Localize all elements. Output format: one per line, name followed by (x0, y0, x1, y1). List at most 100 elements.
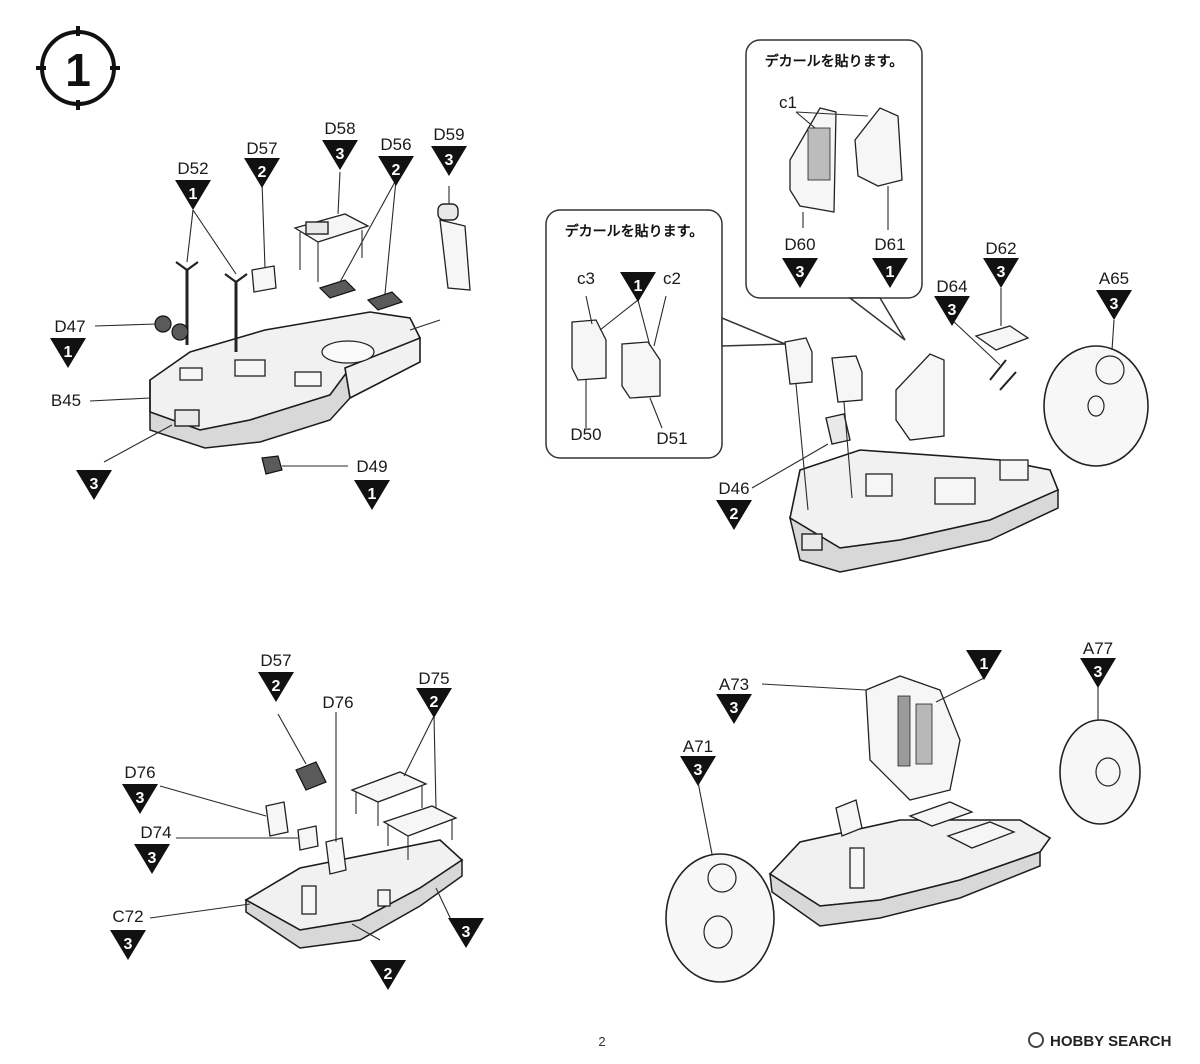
marker-D74: 3 (134, 844, 170, 874)
marker-D58: 3 (322, 140, 358, 170)
marker-A77: 3 (1080, 658, 1116, 688)
bottom-left-assembly: D57 D76 D75 D76 D74 C72 2 2 3 3 3 3 2 (110, 651, 484, 990)
part-D76b (325, 837, 347, 875)
top-left-assembly: D52 D57 D58 D56 D59 D47 B45 D49 1 2 3 2 … (50, 119, 471, 510)
svg-text:2: 2 (430, 694, 439, 711)
marker-D64: 3 (934, 296, 970, 326)
label-D75: D75 (418, 669, 449, 688)
part-D49 (261, 455, 283, 475)
svg-text:3: 3 (148, 850, 157, 867)
part-D57b (295, 761, 327, 791)
step-number: 1 (65, 44, 91, 96)
part-D76a (265, 801, 289, 837)
marker-A65: 3 (1096, 290, 1132, 320)
svg-text:2: 2 (272, 678, 281, 695)
label-D61: D61 (874, 235, 905, 254)
marker-bottom-left-lower: 2 (370, 960, 406, 990)
marker-A73-top: 1 (966, 650, 1002, 680)
label-B45: B45 (51, 391, 81, 410)
label-D58: D58 (324, 119, 355, 138)
label-D64: D64 (936, 277, 967, 296)
part-D74 (297, 825, 319, 851)
decal-note-b: デカールを貼ります。 (565, 223, 704, 240)
part-A77 (1059, 719, 1141, 825)
part-D75 (350, 771, 458, 860)
part-D58 (293, 213, 370, 282)
label-A77: A77 (1083, 639, 1113, 658)
decal-note-a: デカールを貼ります。 (765, 53, 904, 70)
marker-D62: 3 (983, 258, 1019, 288)
label-D46: D46 (718, 479, 749, 498)
svg-text:3: 3 (796, 264, 805, 281)
svg-text:1: 1 (189, 186, 198, 203)
svg-text:3: 3 (124, 936, 133, 953)
svg-text:1: 1 (634, 278, 643, 295)
bottom-right-assembly: A73 A77 A71 1 3 3 3 (665, 639, 1141, 983)
label-A71: A71 (683, 737, 713, 756)
svg-text:3: 3 (1110, 296, 1119, 313)
page-number: 2 (598, 1034, 605, 1049)
svg-text:3: 3 (730, 700, 739, 717)
svg-text:1: 1 (886, 264, 895, 281)
svg-text:2: 2 (258, 164, 267, 181)
decal-callout-c2-c3: デカールを貼ります。 c3 c2 D50 D51 1 (545, 209, 786, 459)
label-D76-left: D76 (124, 763, 155, 782)
label-c1: c1 (779, 93, 797, 112)
svg-text:1: 1 (64, 344, 73, 361)
part-D57 (251, 265, 277, 293)
svg-text:3: 3 (336, 146, 345, 163)
marker-D76: 3 (122, 784, 158, 814)
label-D74: D74 (140, 823, 171, 842)
svg-text:2: 2 (384, 966, 393, 983)
label-D47: D47 (54, 317, 85, 336)
part-D62 (974, 325, 1030, 351)
decal-callout-c1: デカールを貼ります。 c1 D60 D61 3 1 (745, 39, 923, 341)
marker-bottom-left-right: 3 (448, 918, 484, 948)
marker-D61: 1 (872, 258, 908, 288)
step-badge: 1 (36, 26, 120, 110)
label-D76-top: D76 (322, 693, 353, 712)
marker-D60: 3 (782, 258, 818, 288)
svg-text:3: 3 (948, 302, 957, 319)
marker-D57: 2 (244, 158, 280, 188)
label-A65: A65 (1099, 269, 1129, 288)
part-A65 (1043, 345, 1149, 467)
top-right-assembly: D62 D64 A65 D46 3 3 3 2 (716, 239, 1149, 573)
part-D64 (989, 359, 1017, 391)
label-D52: D52 (177, 159, 208, 178)
label-A73: A73 (719, 675, 749, 694)
part-D59 (437, 203, 471, 291)
marker-c-pair: 1 (620, 272, 656, 302)
marker-D75: 2 (416, 688, 452, 718)
svg-text:3: 3 (997, 264, 1006, 281)
brand-text: HOBBY SEARCH (1050, 1033, 1171, 1050)
svg-text:2: 2 (730, 506, 739, 523)
svg-text:2: 2 (392, 162, 401, 179)
label-D51: D51 (656, 429, 687, 448)
label-C72: C72 (112, 907, 143, 926)
marker-D52: 1 (175, 180, 211, 210)
part-A73 (865, 675, 961, 801)
svg-text:3: 3 (1094, 664, 1103, 681)
marker-D47: 1 (50, 338, 86, 368)
label-D62: D62 (985, 239, 1016, 258)
svg-text:3: 3 (445, 152, 454, 169)
label-D60: D60 (784, 235, 815, 254)
label-D56: D56 (380, 135, 411, 154)
marker-D49: 1 (354, 480, 390, 510)
svg-text:1: 1 (980, 656, 989, 673)
marker-B45-lower: 3 (76, 470, 112, 500)
marker-D46: 2 (716, 500, 752, 530)
part-D56b (366, 291, 404, 311)
label-D49: D49 (356, 457, 387, 476)
part-D47 (154, 315, 189, 341)
svg-text:3: 3 (462, 924, 471, 941)
marker-D57b: 2 (258, 672, 294, 702)
label-D57: D57 (246, 139, 277, 158)
marker-D59: 3 (431, 146, 467, 176)
brand-watermark: HOBBY SEARCH (1028, 1032, 1171, 1050)
marker-A73: 3 (716, 694, 752, 724)
svg-text:3: 3 (136, 790, 145, 807)
label-c3: c3 (577, 269, 595, 288)
